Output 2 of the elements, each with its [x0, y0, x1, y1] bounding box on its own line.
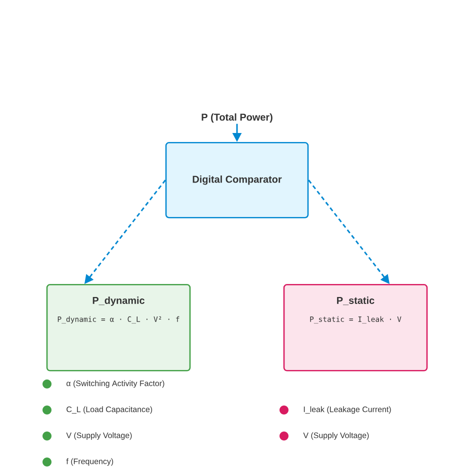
- process-box: Digital Comparator: [165, 142, 309, 218]
- heading-label: P (Total Power): [202, 113, 272, 123]
